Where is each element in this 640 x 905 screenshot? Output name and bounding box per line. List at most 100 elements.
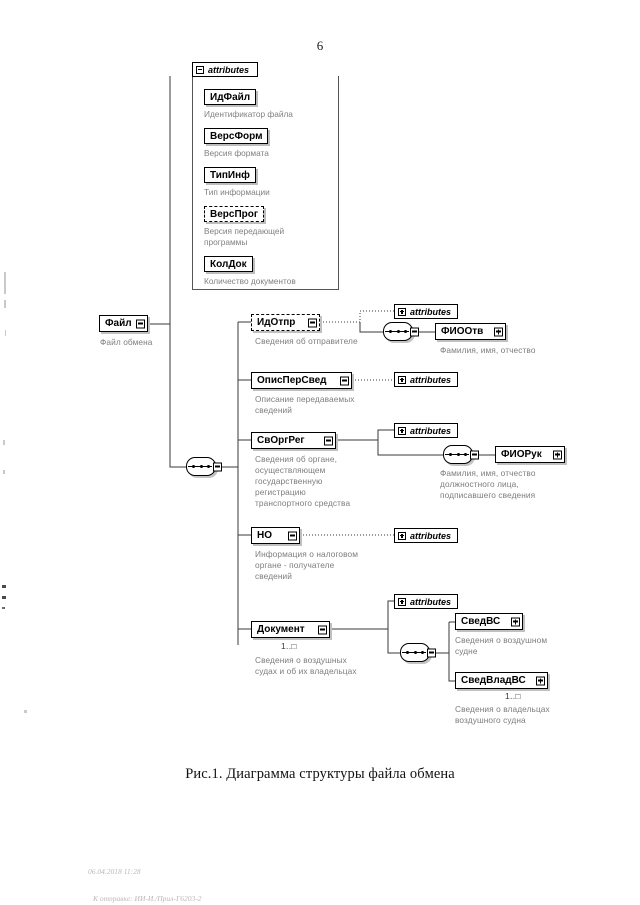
attribute-label: КолДок (210, 258, 247, 270)
node-dokument[interactable]: Документ (251, 621, 330, 638)
collapse-icon[interactable] (340, 376, 349, 385)
node-dokument-multiplicity: 1..□ (281, 641, 297, 651)
attributes-box-svorgreg[interactable]: attributes (394, 423, 458, 438)
collapse-icon[interactable] (288, 531, 297, 540)
expand-icon[interactable] (511, 617, 520, 626)
expand-icon[interactable] (398, 375, 406, 384)
attribute-kol-dok[interactable]: КолДок (204, 256, 253, 272)
attributes-box-no[interactable]: attributes (394, 528, 458, 543)
collapse-icon[interactable] (308, 318, 317, 327)
attributes-panel-tab[interactable]: attributes (192, 62, 258, 77)
attributes-box-dokument[interactable]: attributes (394, 594, 458, 609)
footer-path: К отправке: ИИ-И./Прил-Г6203-2 (93, 894, 202, 903)
footer-timestamp: 06.04.2018 11:28 (88, 867, 141, 876)
scan-artifact (3, 440, 5, 445)
xsd-structure-diagram: attributes ИдФайл Идентификатор файла Ве… (99, 62, 565, 725)
collapse-icon[interactable] (324, 436, 333, 445)
attributes-box-label: attributes (410, 596, 452, 607)
node-fioot v-desc: Фамилия, имя, отчество (440, 345, 536, 355)
attribute-vers-prog[interactable]: ВерсПрог (204, 206, 265, 222)
node-opisperssved-desc: Описание передаваемых сведений (255, 394, 355, 415)
collapse-icon[interactable] (470, 450, 479, 459)
node-no-label: НО (257, 529, 272, 541)
attributes-box-idotpr[interactable]: attributes (394, 304, 458, 319)
node-opisperssved-label: ОписПерСвед (257, 374, 327, 386)
attribute-id-fajl-desc: Идентификатор файла (204, 109, 293, 119)
attribute-id-fajl[interactable]: ИдФайл (204, 89, 257, 105)
node-svedvs-desc: Сведения о воздушном судне (455, 635, 548, 656)
node-svorgreg[interactable]: СвОргРег (251, 432, 336, 449)
attribute-kol-dok-desc: Количество документов (204, 276, 296, 286)
sequence-dots-icon (192, 465, 210, 468)
scan-artifact (2, 607, 5, 609)
scan-artifact (5, 330, 6, 336)
sequence-dots-icon (406, 651, 424, 654)
scan-artifact (4, 272, 6, 294)
sequence-compositor-svorgreg[interactable] (443, 445, 479, 464)
node-idotpr-desc: Сведения об отправителе (255, 336, 358, 346)
attributes-box-label: attributes (410, 374, 452, 385)
sequence-compositor-dokument[interactable] (400, 643, 436, 662)
expand-icon[interactable] (398, 307, 406, 316)
node-idotpr-label: ИдОтпр (257, 316, 296, 328)
node-dokument-label: Документ (257, 623, 305, 635)
node-svedvladvs-label: СведВладВС (461, 674, 526, 686)
collapse-icon[interactable] (427, 648, 436, 657)
collapse-icon[interactable] (213, 462, 222, 471)
attributes-panel-tab-label: attributes (208, 64, 250, 75)
node-no[interactable]: НО (251, 527, 300, 544)
node-svorgreg-label: СвОргРег (257, 434, 305, 446)
node-fioot v[interactable]: ФИООтв (435, 323, 506, 340)
expand-icon[interactable] (398, 597, 406, 606)
attribute-label: ВерсФорм (210, 130, 263, 142)
attribute-label: ТипИнф (210, 169, 250, 181)
expand-icon[interactable] (494, 327, 503, 336)
attributes-box-label: attributes (410, 425, 452, 436)
node-svedvladvs[interactable]: СведВладВС (455, 672, 548, 689)
sequence-dots-icon (389, 330, 407, 333)
node-idotpr[interactable]: ИдОтпр (251, 314, 320, 331)
node-fajl[interactable]: Файл (99, 315, 148, 332)
collapse-icon[interactable] (136, 319, 145, 328)
attributes-box-label: attributes (410, 306, 452, 317)
sequence-compositor-root[interactable] (186, 457, 222, 476)
scan-artifact (3, 470, 5, 474)
attribute-tip-inf[interactable]: ТипИнф (204, 167, 256, 183)
node-fajl-desc: Файл обмена (100, 337, 153, 347)
expand-icon[interactable] (536, 676, 545, 685)
scan-artifact (4, 300, 6, 308)
collapse-icon[interactable] (196, 65, 204, 74)
figure-caption: Рис.1. Диаграмма структуры файла обмена (185, 766, 455, 782)
scan-artifact (2, 585, 6, 588)
scan-artifact (24, 710, 27, 713)
collapse-icon[interactable] (410, 327, 419, 336)
node-no-desc: Информация о налоговом органе - получате… (255, 549, 359, 581)
collapse-icon[interactable] (318, 625, 327, 634)
node-fajl-label: Файл (105, 317, 132, 329)
page-number: 6 (316, 38, 324, 53)
expand-icon[interactable] (398, 531, 406, 540)
attribute-tip-inf-desc: Тип информации (204, 187, 270, 197)
expand-icon[interactable] (398, 426, 406, 435)
node-dokument-desc: Сведения о воздушных судах и об их владе… (255, 655, 357, 676)
node-opisperssved[interactable]: ОписПерСвед (251, 372, 352, 389)
attributes-panel (192, 76, 339, 290)
attribute-label: ИдФайл (210, 91, 251, 103)
node-svedvladvs-multiplicity: 1..□ (505, 691, 521, 701)
expand-icon[interactable] (553, 450, 562, 459)
sequence-compositor-idotpr[interactable] (383, 322, 419, 341)
node-fioot v-label: ФИООтв (441, 325, 484, 337)
attribute-vers-form[interactable]: ВерсФорм (204, 128, 269, 144)
attributes-box-label: attributes (410, 530, 452, 541)
footer-metadata: 06.04.2018 11:28 К отправке: ИИ-И./Прил-… (88, 849, 201, 905)
node-fioruk-label: ФИОРук (501, 448, 542, 460)
attribute-vers-form-desc: Версия формата (204, 148, 269, 158)
node-svedvs[interactable]: СведВС (455, 613, 523, 630)
attributes-box-opisperssved[interactable]: attributes (394, 372, 458, 387)
attribute-label: ВерсПрог (210, 208, 259, 220)
node-fioruk[interactable]: ФИОРук (495, 446, 565, 463)
node-svedvladvs-desc: Сведения о владельцах воздушного судна (455, 704, 550, 725)
node-fioruk-desc: Фамилия, имя, отчество должностного лица… (440, 468, 536, 500)
sequence-dots-icon (449, 453, 467, 456)
